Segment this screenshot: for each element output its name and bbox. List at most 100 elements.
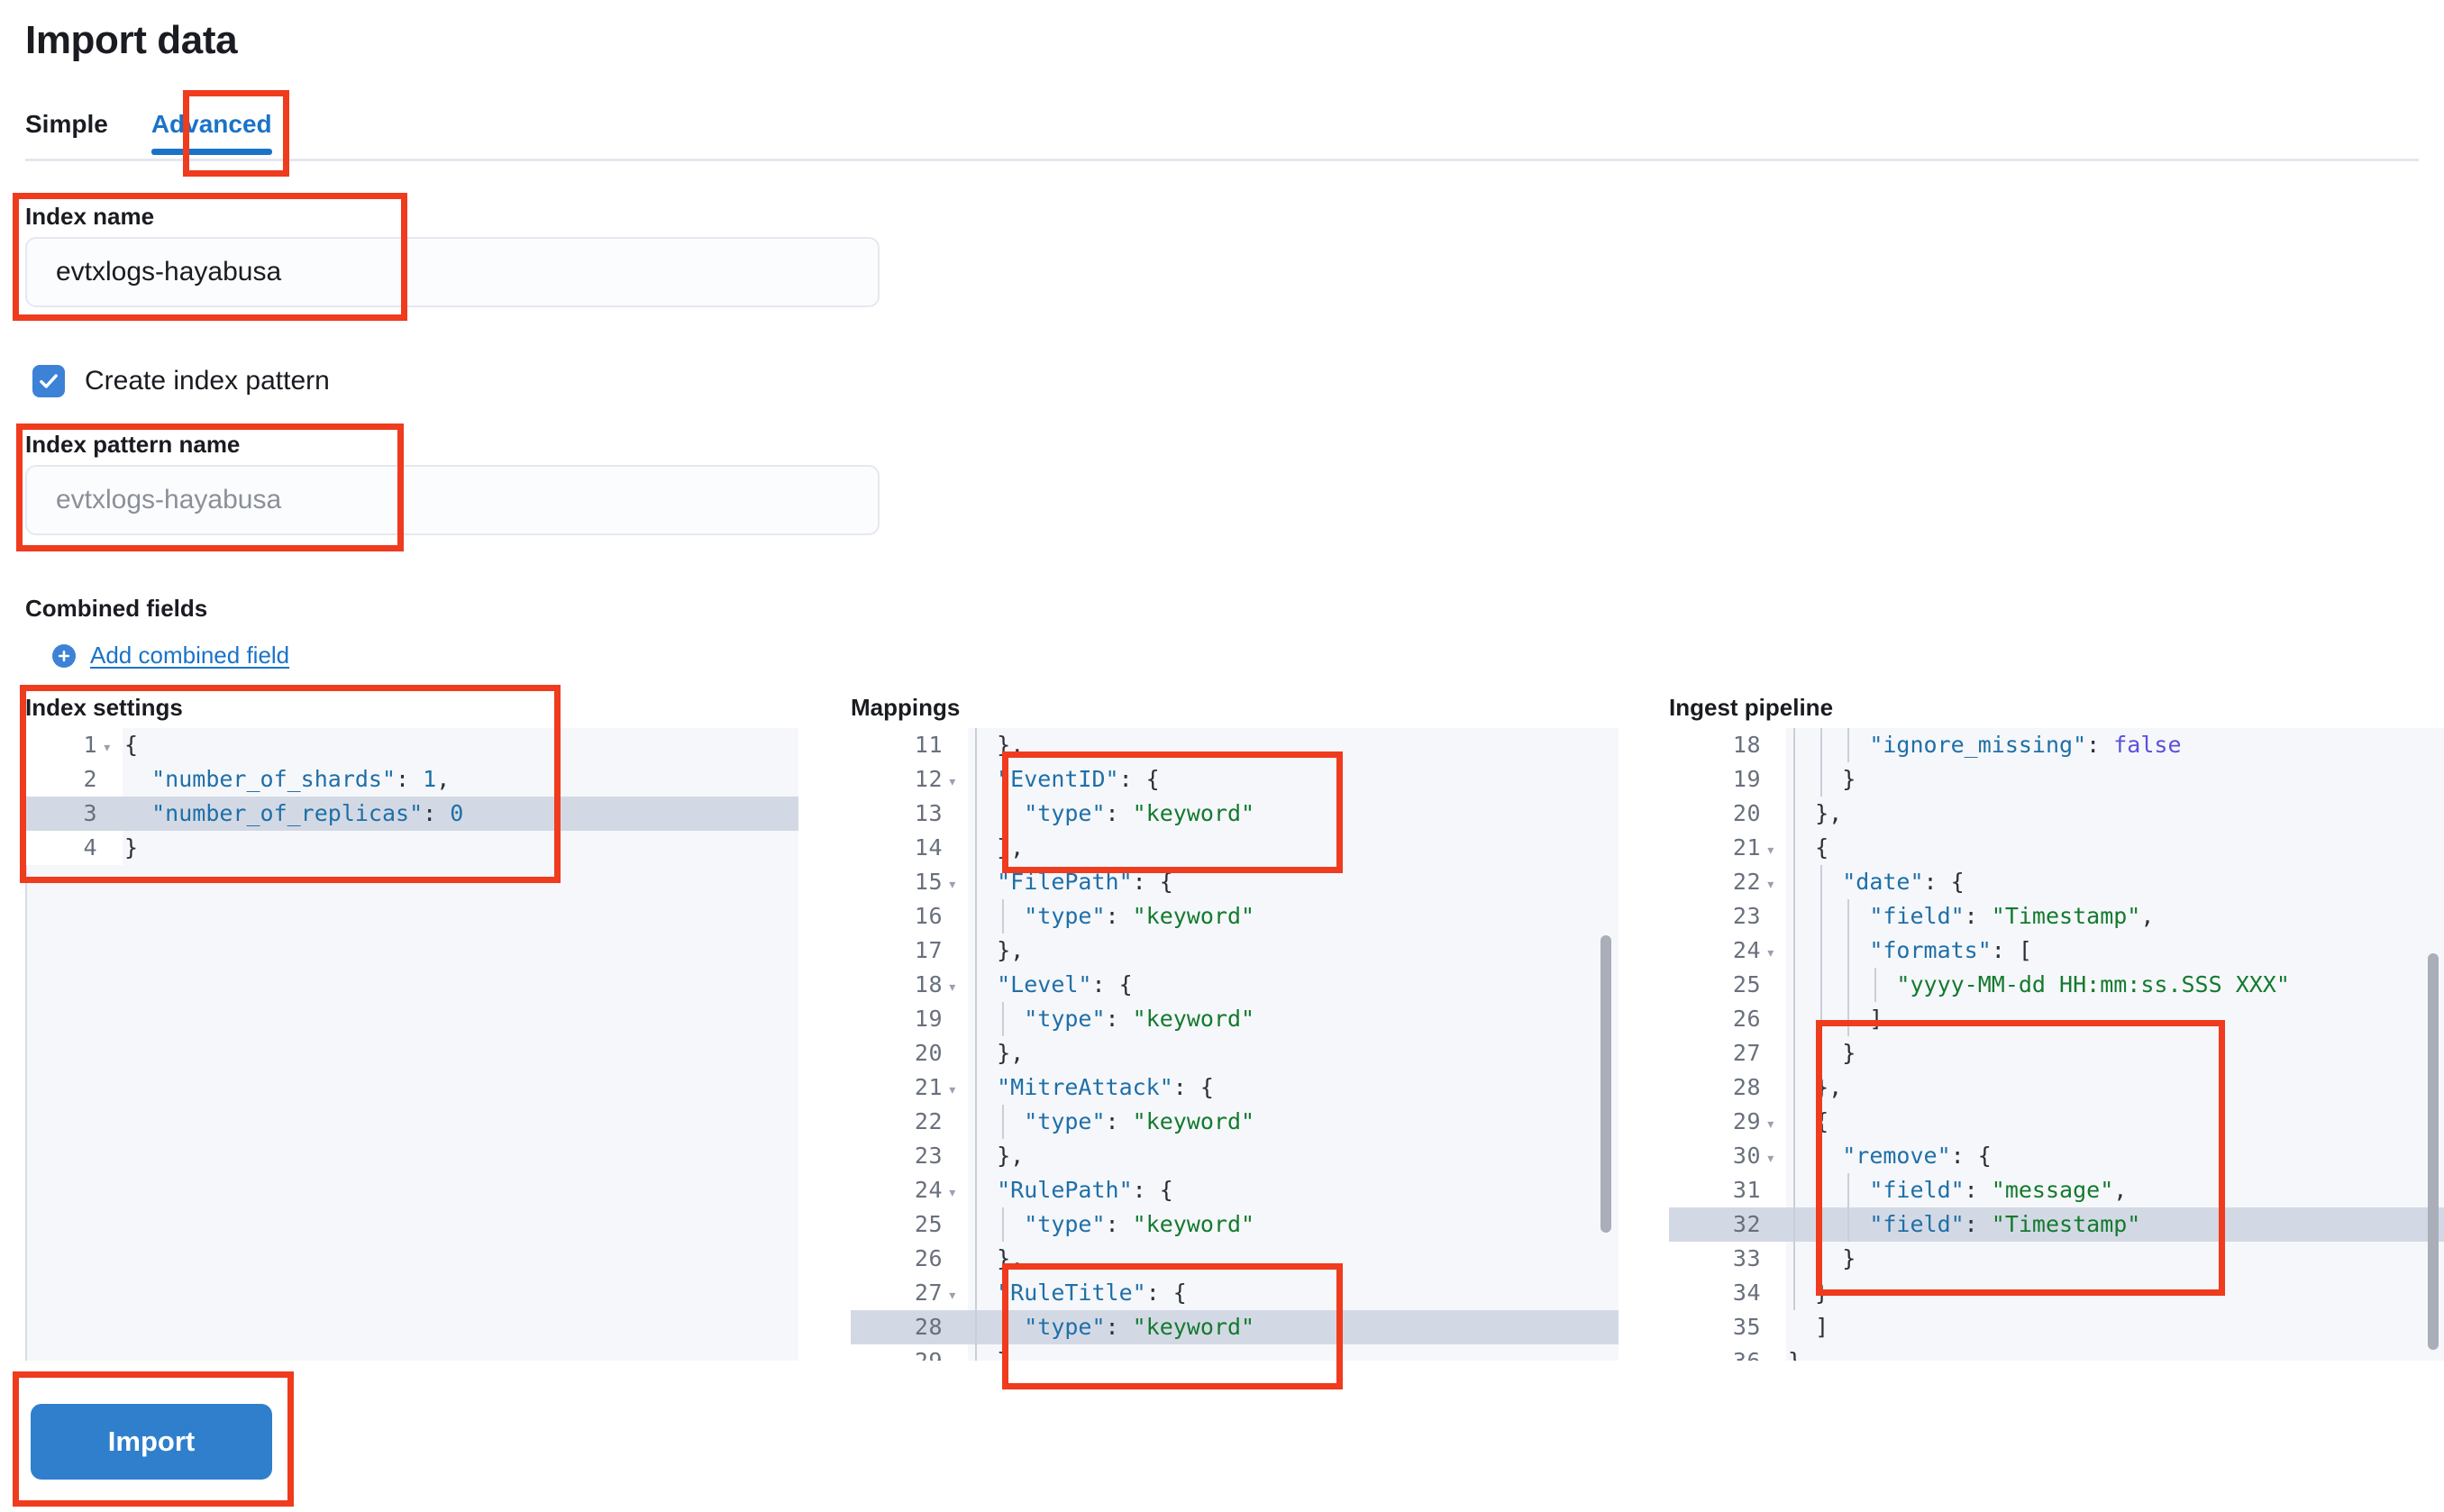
line-number: 17 (851, 934, 968, 968)
fold-arrow-icon[interactable]: ▾ (1765, 841, 1776, 860)
code-line[interactable]: 24▾ "formats": [ (1669, 934, 2444, 968)
code-text: "RuleTitle": { (968, 1276, 1619, 1310)
fold-arrow-icon[interactable]: ▾ (1765, 943, 1776, 962)
indent-guide (1793, 762, 1795, 797)
fold-arrow-icon[interactable]: ▾ (947, 1286, 958, 1305)
code-line[interactable]: 13 "type": "keyword" (851, 797, 1619, 831)
code-line[interactable]: 20 }, (1669, 797, 2444, 831)
tab-simple[interactable]: Simple (25, 110, 108, 138)
code-text: "type": "keyword" (968, 1207, 1619, 1242)
fold-arrow-icon[interactable]: ▾ (1765, 875, 1776, 894)
code-line[interactable]: 2 "number_of_shards": 1, (25, 762, 798, 797)
code-text: }, (968, 728, 1619, 762)
code-line[interactable]: 19 "type": "keyword" (851, 1002, 1619, 1036)
code-line[interactable]: 14 }, (851, 831, 1619, 865)
code-line[interactable]: 12▾ "EventID": { (851, 762, 1619, 797)
line-number: 26 (851, 1242, 968, 1276)
index-settings-title: Index settings (25, 694, 183, 721)
line-number: 14 (851, 831, 968, 865)
code-line[interactable]: 31 "field": "message", (1669, 1173, 2444, 1207)
indent-guide (1793, 1276, 1795, 1310)
code-text: "type": "keyword" (968, 797, 1619, 831)
code-line[interactable]: 16 "type": "keyword" (851, 899, 1619, 934)
code-line[interactable]: 19 } (1669, 762, 2444, 797)
indent-guide (1002, 1207, 1004, 1242)
code-line[interactable]: 20 }, (851, 1036, 1619, 1070)
code-line[interactable]: 25 "yyyy-MM-dd HH:mm:ss.SSS XXX" (1669, 968, 2444, 1002)
code-line[interactable]: 23 }, (851, 1139, 1619, 1173)
indent-guide (1820, 865, 1822, 899)
mappings-editor[interactable]: 11 },12▾ "EventID": {13 "type": "keyword… (851, 728, 1619, 1361)
line-number: 35 (1669, 1310, 1786, 1344)
code-line[interactable]: 33 } (1669, 1242, 2444, 1276)
code-line[interactable]: 34 } (1669, 1276, 2444, 1310)
line-number: 21▾ (1669, 831, 1786, 865)
line-number: 34 (1669, 1276, 1786, 1310)
code-line[interactable]: 27 } (1669, 1036, 2444, 1070)
fold-arrow-icon[interactable]: ▾ (947, 875, 958, 894)
code-line[interactable]: 28 "type": "keyword" (851, 1310, 1619, 1344)
indent-guide (1847, 934, 1849, 968)
code-line[interactable]: 15▾ "FilePath": { (851, 865, 1619, 899)
code-text: { (124, 732, 139, 758)
code-line[interactable]: 11 }, (851, 728, 1619, 762)
code-line[interactable]: 36} (1669, 1344, 2444, 1361)
code-text: }, (968, 934, 1619, 968)
fold-arrow-icon[interactable]: ▾ (947, 772, 958, 791)
tab-advanced[interactable]: Advanced (150, 112, 272, 155)
code-line[interactable]: 3 "number_of_replicas": 0 (25, 797, 798, 831)
mappings-scrollbar[interactable] (1600, 935, 1611, 1233)
add-combined-field-button[interactable]: Add combined field (52, 642, 289, 669)
create-index-pattern-row[interactable]: Create index pattern (32, 365, 330, 397)
code-line[interactable]: 22▾ "date": { (1669, 865, 2444, 899)
fold-arrow-icon[interactable]: ▾ (947, 1183, 958, 1202)
code-line[interactable]: 26 }, (851, 1242, 1619, 1276)
code-line[interactable]: 29 }, (851, 1344, 1619, 1361)
code-line[interactable]: 35 ] (1669, 1310, 2444, 1344)
indent-guide (975, 797, 977, 831)
indent-guide (1847, 728, 1849, 762)
indent-guide (975, 934, 977, 968)
index-pattern-name-input[interactable]: evtxlogs-hayabusa (25, 465, 880, 535)
code-line[interactable]: 27▾ "RuleTitle": { (851, 1276, 1619, 1310)
code-line[interactable]: 29▾ { (1669, 1105, 2444, 1139)
code-line[interactable]: 22 "type": "keyword" (851, 1105, 1619, 1139)
line-number: 27 (1669, 1036, 1786, 1070)
index-settings-editor[interactable]: 1▾{2 "number_of_shards": 1,3 "number_of_… (25, 728, 798, 1361)
code-line[interactable]: 30▾ "remove": { (1669, 1139, 2444, 1173)
code-line[interactable]: 18▾ "Level": { (851, 968, 1619, 1002)
indent-guide (1793, 1036, 1795, 1070)
code-line[interactable]: 21▾ { (1669, 831, 2444, 865)
index-name-input[interactable]: evtxlogs-hayabusa (25, 237, 880, 307)
code-line[interactable]: 23 "field": "Timestamp", (1669, 899, 2444, 934)
code-line[interactable]: 4} (25, 831, 798, 865)
fold-arrow-icon[interactable]: ▾ (947, 1080, 958, 1099)
code-text: { (1786, 831, 2444, 865)
code-line[interactable]: 28 }, (1669, 1070, 2444, 1105)
ingest-pipeline-scrollbar[interactable] (2428, 953, 2439, 1350)
code-line[interactable]: 18 "ignore_missing": false (1669, 728, 2444, 762)
fold-arrow-icon[interactable]: ▾ (102, 738, 113, 757)
indent-guide (1820, 934, 1822, 968)
fold-arrow-icon[interactable]: ▾ (947, 978, 958, 997)
code-line[interactable]: 32 "field": "Timestamp" (1669, 1207, 2444, 1242)
code-line[interactable]: 26 ] (1669, 1002, 2444, 1036)
code-line[interactable]: 17 }, (851, 934, 1619, 968)
page-title: Import data (25, 18, 238, 62)
line-number: 23 (1669, 899, 1786, 934)
import-button[interactable]: Import (31, 1404, 272, 1480)
fold-arrow-icon[interactable]: ▾ (1765, 1149, 1776, 1168)
code-text: } (124, 834, 139, 861)
code-line[interactable]: 21▾ "MitreAttack": { (851, 1070, 1619, 1105)
code-line[interactable]: 25 "type": "keyword" (851, 1207, 1619, 1242)
code-text: }, (968, 1139, 1619, 1173)
tab-bar: Simple Advanced (25, 97, 315, 155)
code-line[interactable]: 24▾ "RulePath": { (851, 1173, 1619, 1207)
fold-arrow-icon[interactable]: ▾ (1765, 1115, 1776, 1134)
create-index-pattern-checkbox[interactable] (32, 365, 65, 397)
code-line[interactable]: 1▾{ (25, 728, 798, 762)
code-text: "FilePath": { (968, 865, 1619, 899)
line-number: 29 (851, 1344, 968, 1361)
